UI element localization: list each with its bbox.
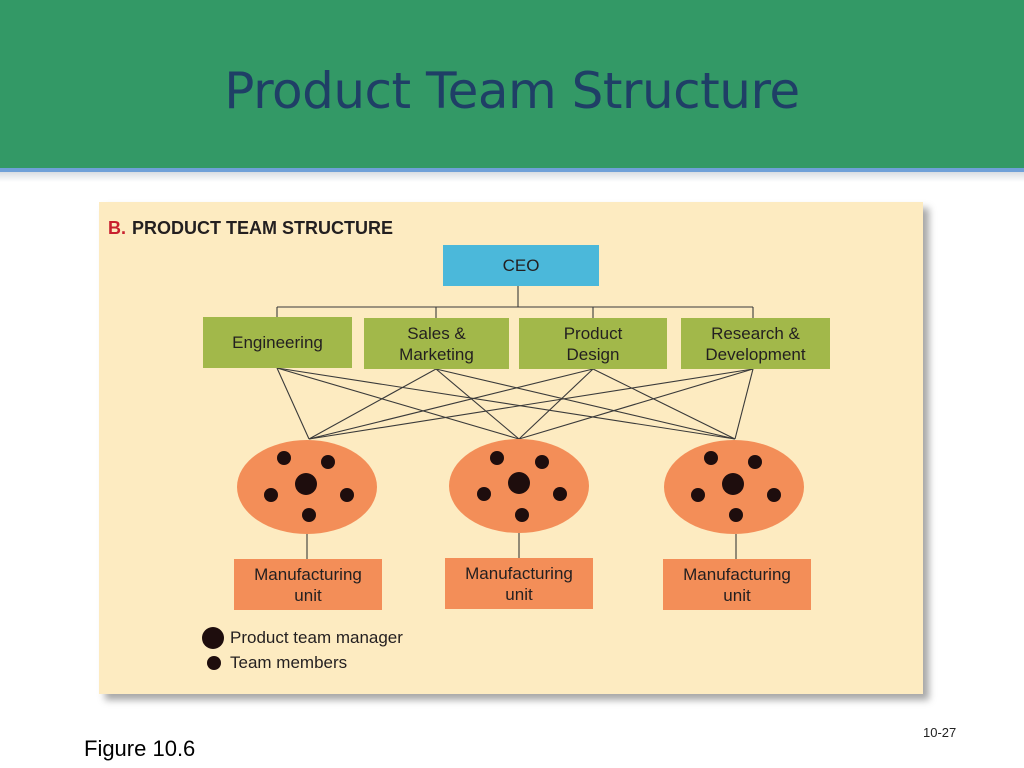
connector-lines bbox=[237, 286, 804, 559]
small-dot-icon bbox=[207, 656, 221, 670]
link-research-team1 bbox=[308, 368, 754, 440]
team-member-dot bbox=[477, 487, 491, 501]
manufacturing-unit-box: Manufacturing unit bbox=[663, 559, 811, 610]
team-member-dot bbox=[691, 488, 705, 502]
team-member-dot bbox=[321, 455, 335, 469]
department-box-engineering: Engineering bbox=[203, 317, 352, 368]
team-member-dot bbox=[515, 508, 529, 522]
figure-label-text: PRODUCT TEAM STRUCTURE bbox=[132, 218, 393, 238]
link-engineering-team3 bbox=[276, 367, 736, 440]
team-member-dot bbox=[302, 508, 316, 522]
figure-caption: Figure 10.6 bbox=[84, 736, 196, 761]
ceo-box: CEO bbox=[443, 245, 599, 286]
team-member-dot bbox=[340, 488, 354, 502]
team-member-dot bbox=[490, 451, 504, 465]
team-member-dot bbox=[748, 455, 762, 469]
link-research-team2 bbox=[518, 368, 754, 440]
product-team-3 bbox=[664, 440, 804, 534]
department-box-product-design: Product Design bbox=[519, 318, 667, 369]
link-design-team2 bbox=[518, 368, 594, 440]
product-team-manager-dot bbox=[295, 473, 317, 495]
team-member-dot bbox=[264, 488, 278, 502]
team-member-dot bbox=[704, 451, 718, 465]
link-research-team3 bbox=[734, 368, 754, 440]
header-shadow bbox=[0, 172, 1024, 182]
link-engineering-team1 bbox=[276, 367, 310, 440]
department-box-sales-marketing: Sales & Marketing bbox=[364, 318, 509, 369]
figure-label: B. PRODUCT TEAM STRUCTURE bbox=[108, 218, 393, 239]
header-divider bbox=[0, 168, 1024, 172]
slide-header-bar bbox=[0, 0, 1024, 168]
org-chart-figure: B. PRODUCT TEAM STRUCTURE bbox=[99, 202, 923, 694]
large-dot-icon bbox=[202, 627, 224, 649]
page-number: 10-27 bbox=[923, 725, 957, 740]
product-team-manager-dot bbox=[508, 472, 530, 494]
product-team-manager-dot bbox=[722, 473, 744, 495]
legend-label-manager: Product team manager bbox=[230, 628, 403, 647]
link-engineering-team2 bbox=[276, 367, 520, 440]
manufacturing-unit-box: Manufacturing unit bbox=[445, 558, 593, 609]
link-sales-team2 bbox=[435, 368, 520, 440]
product-team-1 bbox=[237, 440, 377, 534]
link-design-team1 bbox=[308, 368, 594, 440]
department-box-research-development: Research & Development bbox=[681, 318, 830, 369]
product-team-2 bbox=[449, 439, 589, 533]
team-member-dot bbox=[767, 488, 781, 502]
team-member-dot bbox=[277, 451, 291, 465]
link-sales-team1 bbox=[308, 368, 437, 440]
legend-label-members: Team members bbox=[230, 653, 348, 672]
team-member-dot bbox=[535, 455, 549, 469]
team-member-dot bbox=[553, 487, 567, 501]
link-sales-team3 bbox=[435, 368, 736, 440]
manufacturing-unit-box: Manufacturing unit bbox=[234, 559, 382, 610]
team-member-dot bbox=[729, 508, 743, 522]
legend-item-manager: Product team manager bbox=[202, 626, 403, 650]
link-design-team3 bbox=[592, 368, 736, 440]
figure-label-letter: B. bbox=[108, 218, 126, 238]
slide-title: Product Team Structure bbox=[224, 62, 800, 120]
legend-item-members: Team members bbox=[202, 651, 347, 675]
